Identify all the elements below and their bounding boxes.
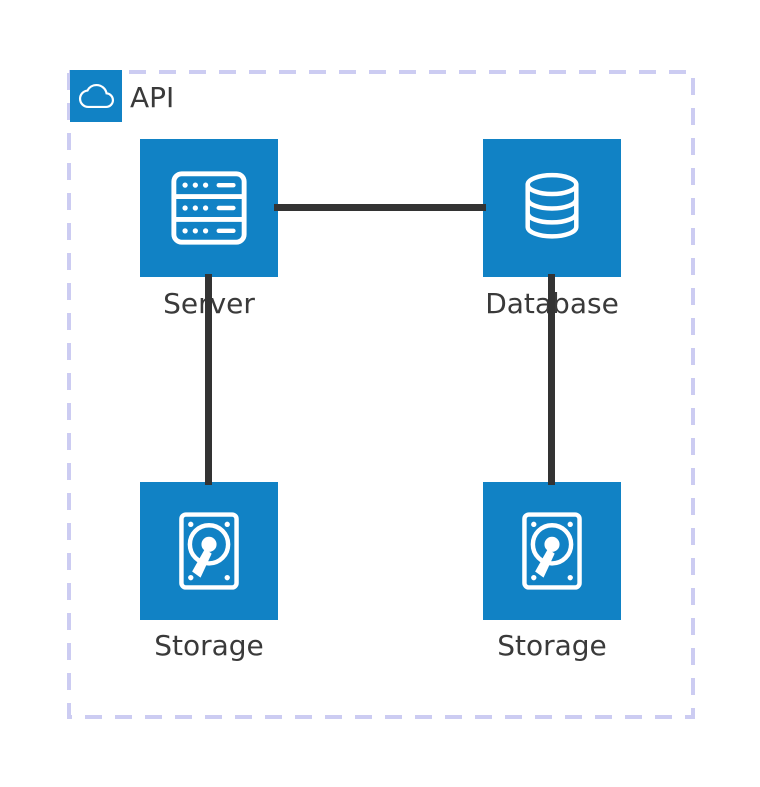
edge-server-storage[interactable] — [205, 274, 212, 485]
node-storage-right[interactable] — [483, 482, 621, 620]
edge-server-database[interactable] — [274, 204, 486, 211]
database-icon — [525, 172, 579, 239]
node-server[interactable] — [140, 139, 278, 277]
api-group-boundary-rect[interactable] — [67, 70, 695, 719]
server-icon — [171, 171, 247, 245]
hard-disk-icon — [522, 512, 582, 590]
edge-database-storage[interactable] — [548, 274, 555, 485]
api-group-badge[interactable] — [70, 70, 122, 122]
node-database[interactable] — [483, 139, 621, 277]
node-label-storage-right: Storage — [497, 629, 607, 662]
hard-disk-icon — [179, 512, 239, 590]
api-group-label: API — [130, 81, 175, 114]
node-label-storage-left: Storage — [154, 629, 264, 662]
node-storage-left[interactable] — [140, 482, 278, 620]
cloud-icon — [78, 83, 114, 109]
